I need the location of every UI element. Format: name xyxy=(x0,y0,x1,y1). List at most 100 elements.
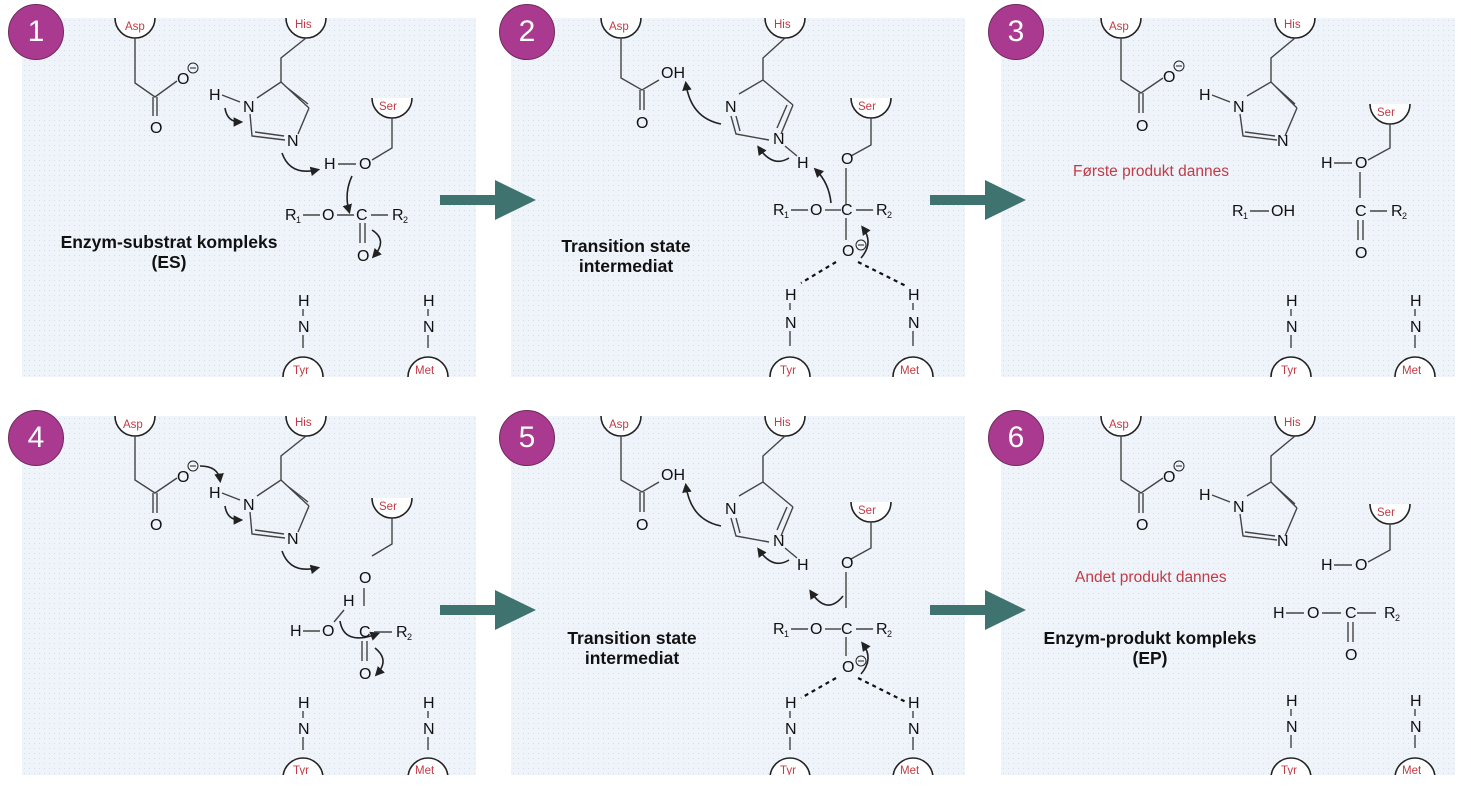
met-residue: H N Met xyxy=(1394,693,1436,775)
svg-text:His: His xyxy=(774,417,791,429)
step-badge-5: 5 xyxy=(499,410,555,466)
his-residue: His N N H xyxy=(1199,416,1316,550)
svg-text:Ser: Ser xyxy=(858,505,876,517)
svg-text:H: H xyxy=(209,87,221,104)
svg-text:O: O xyxy=(636,115,648,132)
svg-text:O: O xyxy=(1163,69,1175,86)
svg-text:H: H xyxy=(785,287,797,304)
svg-text:H: H xyxy=(1321,155,1333,172)
svg-text:1: 1 xyxy=(784,210,789,220)
step-badge-6: 6 xyxy=(988,410,1044,466)
svg-text:N: N xyxy=(243,497,255,514)
svg-text:Ser: Ser xyxy=(1377,507,1395,519)
svg-text:O: O xyxy=(1136,118,1148,135)
met-label: Met xyxy=(415,365,435,377)
svg-text:H: H xyxy=(1199,87,1211,104)
asp-residue: Asp O O xyxy=(114,416,224,534)
flow-arrow-5-to-6 xyxy=(930,590,1026,630)
svg-text:O: O xyxy=(359,156,371,173)
step-panel-6: Asp O O His N N H Ser O H H O xyxy=(1001,416,1455,775)
svg-text:O: O xyxy=(841,555,853,572)
svg-text:N: N xyxy=(1286,319,1298,336)
ser-residue: Ser O H xyxy=(1321,103,1411,198)
step-panel-1: Asp O O His N N H Ser O H xyxy=(22,18,476,377)
svg-text:N: N xyxy=(725,501,737,518)
svg-text:N: N xyxy=(1410,319,1422,336)
svg-text:2: 2 xyxy=(887,629,892,639)
tyr-label: Tyr xyxy=(293,365,309,377)
svg-text:H: H xyxy=(298,293,310,310)
tyr-residue: H N Tyr xyxy=(1270,693,1312,775)
svg-text:H: H xyxy=(797,155,809,172)
svg-text:Tyr: Tyr xyxy=(780,365,796,377)
mechanism-diagram-1: Asp O O His N N H Ser O H xyxy=(114,18,449,377)
svg-text:H: H xyxy=(1273,605,1285,622)
his-residue: His N N H xyxy=(209,18,327,177)
mechanism-diagram-3: Asp O O His N N H Ser O H C xyxy=(1100,18,1436,377)
ser-residue: Ser O xyxy=(841,501,892,608)
svg-text:H: H xyxy=(1410,293,1422,310)
svg-text:N: N xyxy=(773,131,785,148)
svg-text:Asp: Asp xyxy=(609,21,629,33)
svg-text:O: O xyxy=(1355,557,1367,574)
step-caption: Enzym-produkt kompleks(EP) xyxy=(1043,628,1257,668)
tyr-residue: H N Tyr xyxy=(282,695,324,775)
svg-text:1: 1 xyxy=(1243,211,1248,221)
his-residue: His N N H xyxy=(209,416,327,575)
met-residue: H N Met xyxy=(892,287,934,377)
svg-text:O: O xyxy=(357,248,369,265)
svg-text:O: O xyxy=(1345,647,1357,664)
svg-text:C: C xyxy=(359,624,371,641)
svg-text:Tyr: Tyr xyxy=(293,765,309,775)
svg-text:O: O xyxy=(1355,155,1367,172)
svg-text:N: N xyxy=(725,99,737,116)
svg-text:H: H xyxy=(290,623,302,640)
svg-text:O: O xyxy=(841,151,853,168)
svg-text:N: N xyxy=(298,721,310,738)
svg-text:N: N xyxy=(1277,533,1289,550)
svg-text:O: O xyxy=(1136,517,1148,534)
svg-text:H: H xyxy=(343,593,355,610)
svg-text:O: O xyxy=(636,517,648,534)
svg-text:N: N xyxy=(908,721,920,738)
svg-text:O: O xyxy=(150,120,162,137)
svg-text:R: R xyxy=(876,202,888,219)
svg-text:C: C xyxy=(1345,605,1357,622)
svg-text:O: O xyxy=(359,666,371,683)
svg-text:R: R xyxy=(392,207,404,224)
svg-text:O: O xyxy=(842,659,854,676)
svg-text:His: His xyxy=(774,19,791,31)
his-label: His xyxy=(295,19,312,31)
mechanism-diagram-6: Asp O O His N N H Ser O H H O xyxy=(1100,416,1436,775)
svg-text:H: H xyxy=(908,695,920,712)
svg-text:N: N xyxy=(1277,133,1289,150)
svg-text:N: N xyxy=(287,531,299,548)
asp-residue: Asp O O xyxy=(1100,416,1185,534)
svg-text:N: N xyxy=(1233,499,1245,516)
step-badge-3: 3 xyxy=(988,4,1044,60)
svg-text:H: H xyxy=(423,293,435,310)
svg-text:R: R xyxy=(1384,605,1396,622)
svg-text:2: 2 xyxy=(403,215,408,225)
met-residue: H N Met xyxy=(407,695,449,775)
met-residue: H N Met xyxy=(1394,293,1436,377)
svg-text:H: H xyxy=(1286,293,1298,310)
svg-text:N: N xyxy=(243,99,255,116)
svg-text:N: N xyxy=(785,315,797,332)
svg-text:H: H xyxy=(298,695,310,712)
svg-text:OH: OH xyxy=(661,65,685,82)
svg-text:Met: Met xyxy=(1402,765,1422,775)
svg-text:N: N xyxy=(1233,99,1245,116)
svg-text:H: H xyxy=(908,287,920,304)
svg-text:Ser: Ser xyxy=(379,501,397,513)
his-residue: His N N H xyxy=(1199,18,1316,150)
svg-text:O: O xyxy=(177,469,189,486)
svg-text:H: H xyxy=(423,695,435,712)
svg-text:N: N xyxy=(908,315,920,332)
ser-residue: Ser O H xyxy=(1321,503,1411,574)
step-badge-2: 2 xyxy=(499,4,555,60)
